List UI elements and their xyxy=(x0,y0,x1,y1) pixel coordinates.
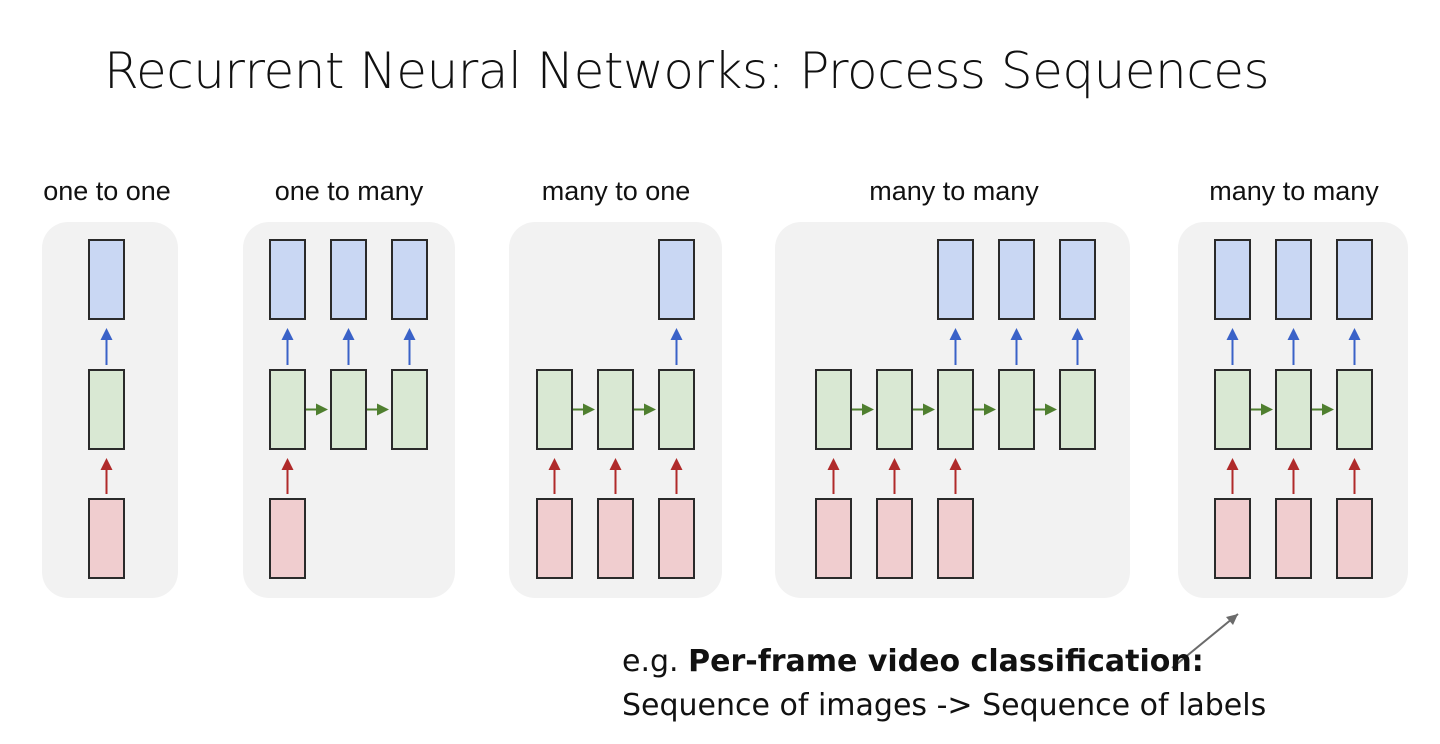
hidden-state-box xyxy=(536,369,573,450)
hidden-state-box xyxy=(1336,369,1373,450)
caption-line-2: Sequence of images -> Sequence of labels xyxy=(622,688,1267,723)
panel-label-one-to-many: one to many xyxy=(274,176,424,206)
hidden-state-box xyxy=(937,369,974,450)
input-box xyxy=(1336,498,1373,579)
output-box xyxy=(998,239,1035,320)
output-box xyxy=(391,239,428,320)
output-box xyxy=(1275,239,1312,320)
caption-prefix: e.g. xyxy=(622,644,689,679)
hidden-state-box xyxy=(1275,369,1312,450)
input-box xyxy=(658,498,695,579)
input-box xyxy=(88,498,125,579)
input-box xyxy=(937,498,974,579)
hidden-state-box xyxy=(876,369,913,450)
panel-label-many-to-many-2: many to many xyxy=(1209,176,1379,206)
hidden-state-box xyxy=(330,369,367,450)
input-box xyxy=(1214,498,1251,579)
input-box xyxy=(597,498,634,579)
input-box xyxy=(1275,498,1312,579)
input-box xyxy=(815,498,852,579)
output-box xyxy=(937,239,974,320)
hidden-state-box xyxy=(269,369,306,450)
caption-line-1: e.g. Per-frame video classification: xyxy=(622,644,1204,679)
input-box xyxy=(269,498,306,579)
slide-title: Recurrent Neural Networks: Process Seque… xyxy=(104,42,1270,100)
hidden-state-box xyxy=(597,369,634,450)
pointer-arrow-head xyxy=(1226,614,1238,625)
hidden-state-box xyxy=(1059,369,1096,450)
output-box xyxy=(88,239,125,320)
panel-label-one-to-one: one to one xyxy=(43,176,171,206)
output-box xyxy=(1059,239,1096,320)
hidden-state-box xyxy=(391,369,428,450)
output-box xyxy=(330,239,367,320)
output-box xyxy=(658,239,695,320)
hidden-state-box xyxy=(1214,369,1251,450)
input-box xyxy=(876,498,913,579)
hidden-state-box xyxy=(815,369,852,450)
hidden-state-box xyxy=(998,369,1035,450)
output-box xyxy=(1214,239,1251,320)
hidden-state-box xyxy=(88,369,125,450)
output-box xyxy=(1336,239,1373,320)
panel-label-many-to-many-1: many to many xyxy=(869,176,1039,206)
output-box xyxy=(269,239,306,320)
panel-label-many-to-one: many to one xyxy=(541,176,691,206)
hidden-state-box xyxy=(658,369,695,450)
caption-bold: Per-frame video classification: xyxy=(688,644,1204,679)
input-box xyxy=(536,498,573,579)
